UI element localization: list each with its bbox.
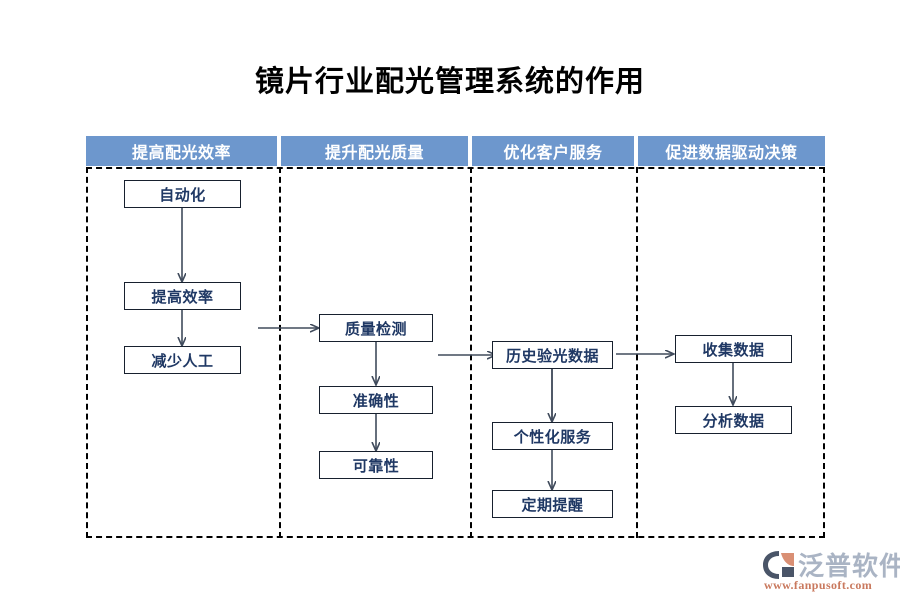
fanpu-logo-icon bbox=[763, 551, 794, 579]
node-regular-reminder[interactable]: 定期提醒 bbox=[492, 490, 613, 518]
node-reliability[interactable]: 可靠性 bbox=[319, 451, 433, 479]
brand-name: 泛普软件 bbox=[798, 551, 900, 581]
node-reduce-labor[interactable]: 减少人工 bbox=[124, 346, 241, 374]
swimlane-divider-1 bbox=[279, 167, 281, 538]
watermark-logo: 泛普软件 www.fanpusoft.com bbox=[762, 548, 900, 596]
node-accuracy[interactable]: 准确性 bbox=[319, 386, 433, 414]
swimlane-divider-2 bbox=[470, 167, 472, 538]
column-header-4: 促进数据驱动决策 bbox=[638, 136, 825, 166]
swimlane-container bbox=[86, 167, 825, 538]
column-header-2: 提升配光质量 bbox=[281, 136, 468, 166]
node-improve-efficiency[interactable]: 提高效率 bbox=[124, 282, 241, 310]
page-title: 镜片行业配光管理系统的作用 bbox=[254, 66, 645, 98]
node-history-optometry-data[interactable]: 历史验光数据 bbox=[492, 341, 613, 369]
swimlane-divider-3 bbox=[636, 167, 638, 538]
column-header-3: 优化客户服务 bbox=[472, 136, 634, 166]
node-automation[interactable]: 自动化 bbox=[124, 180, 241, 208]
column-header-1: 提高配光效率 bbox=[86, 136, 277, 166]
brand-url: www.fanpusoft.com bbox=[764, 578, 873, 592]
node-collect-data[interactable]: 收集数据 bbox=[675, 335, 792, 363]
node-personalized-service[interactable]: 个性化服务 bbox=[492, 422, 613, 450]
node-quality-inspection[interactable]: 质量检测 bbox=[319, 314, 433, 342]
node-analyze-data[interactable]: 分析数据 bbox=[675, 406, 792, 434]
